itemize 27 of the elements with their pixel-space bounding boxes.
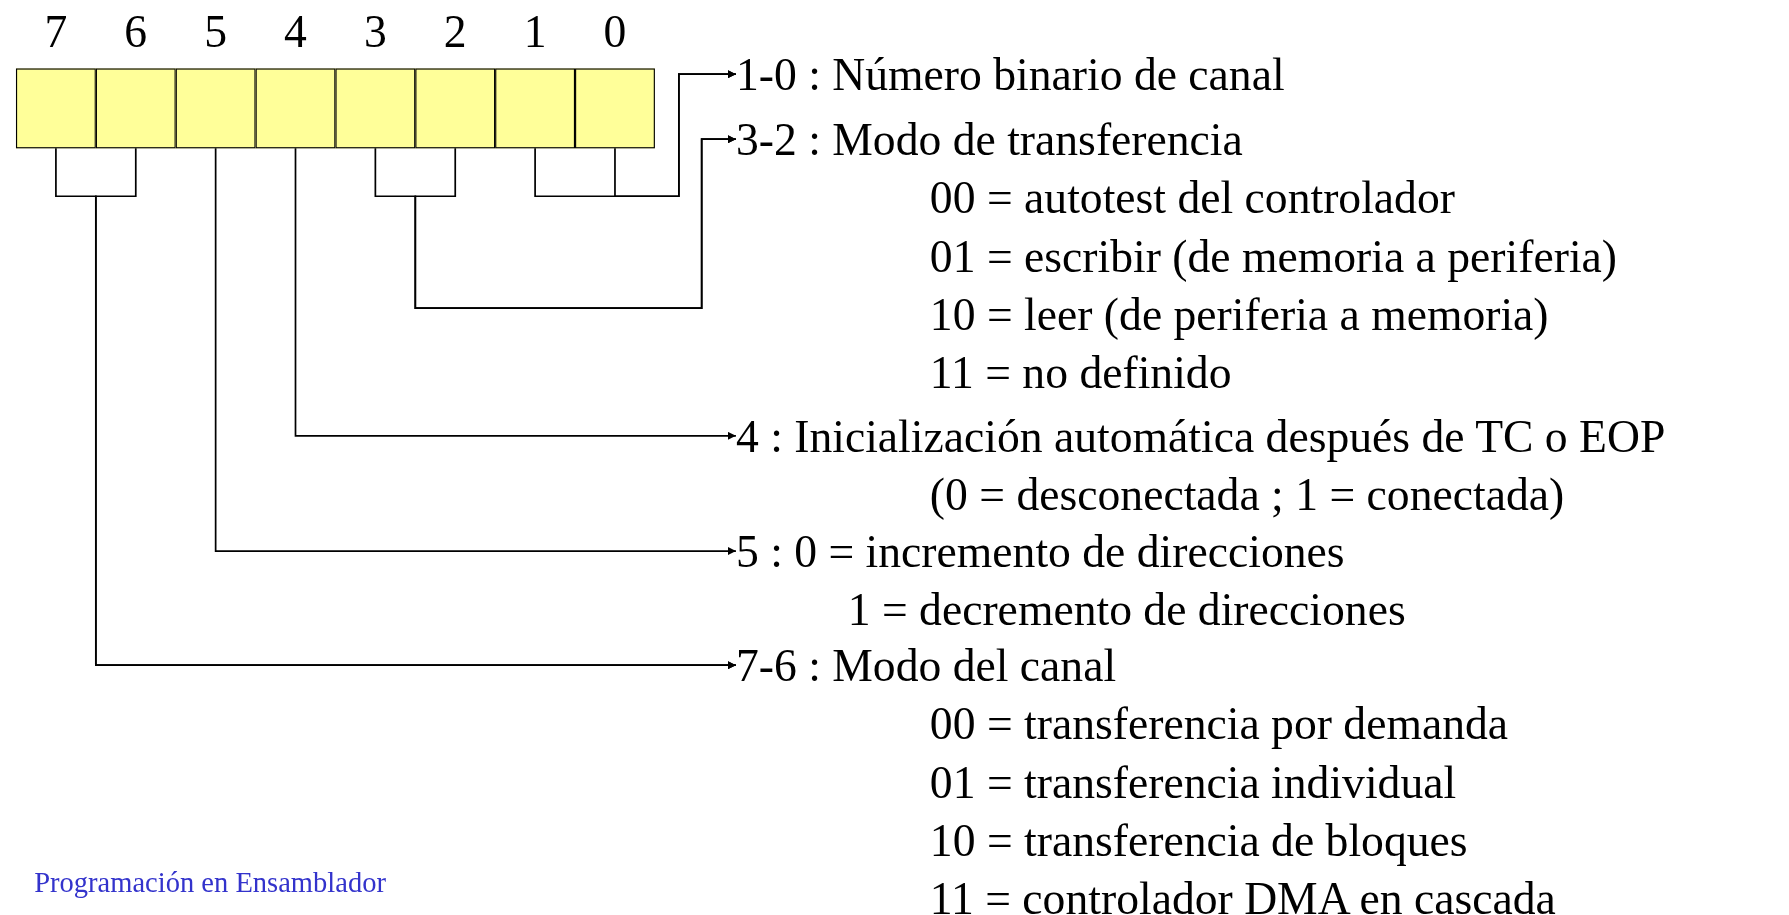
bit-number: 4 [284, 6, 307, 58]
value-description: 1 = decremento de direcciones [847, 582, 1406, 637]
field-description: 4 : Inicialización automática después de TC o EOP [735, 409, 1666, 464]
bit-number: 0 [603, 6, 627, 58]
field-description: 7-6 : Modo del canal [735, 638, 1117, 693]
value-description: (0 = desconectada ; 1 = conectada) [929, 467, 1565, 522]
arrow [294, 147, 737, 440]
bit-number: 3 [363, 6, 387, 58]
footer-text: Programación en Ensamblador [34, 867, 386, 900]
field-description: 5 : 0 = incremento de direcciones [735, 524, 1345, 579]
bit-number: 7 [44, 6, 68, 58]
value-description: 01 = transferencia individual [929, 754, 1457, 810]
bit-number: 5 [204, 6, 228, 58]
bit-number: 6 [124, 6, 148, 58]
value-description: 11 = controlador DMA en cascada [929, 871, 1556, 915]
value-description: 10 = transferencia de bloques [929, 813, 1468, 868]
arrow [214, 147, 737, 556]
value-description: 01 = escribir (de memoria a periferia) [929, 228, 1617, 284]
value-description: 10 = leer (de periferia a memoria) [929, 287, 1549, 342]
field-description: 1-0 : Número binario de canal [735, 47, 1285, 102]
value-description: 00 = transferencia por demanda [929, 696, 1509, 752]
bit-number: 2 [443, 6, 467, 58]
value-description: 00 = autotest del controlador [929, 170, 1455, 226]
value-description: 11 = no definido [929, 345, 1232, 400]
field-description: 3-2 : Modo de transferencia [735, 112, 1243, 167]
arrow [614, 70, 737, 198]
bit-number: 1 [523, 6, 547, 58]
